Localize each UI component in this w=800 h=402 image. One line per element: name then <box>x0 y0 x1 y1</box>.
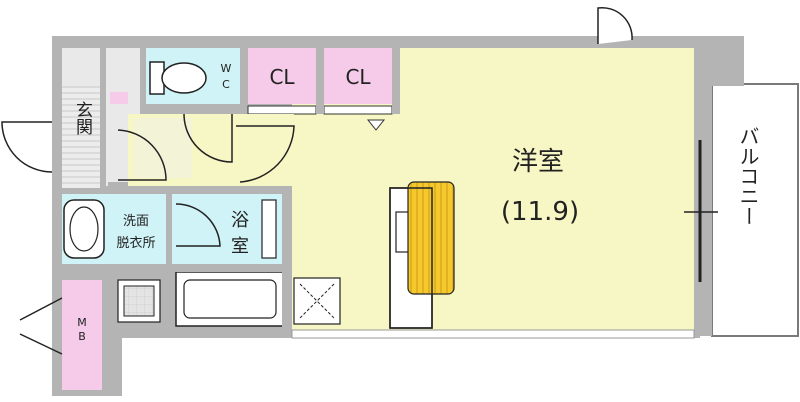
balcony-label: バルコニー <box>736 126 760 226</box>
western-room-area: (11.9) <box>501 197 579 227</box>
toilet-label-2: C <box>222 78 230 91</box>
kitchen-counter-top <box>389 187 433 329</box>
closet-2-arrow <box>366 119 386 131</box>
wash-door-swing <box>117 129 167 181</box>
toilet-door-swing <box>183 113 233 163</box>
hall-floor-lines <box>134 118 192 178</box>
hall-door-swing <box>236 125 295 183</box>
meter-box <box>62 280 102 390</box>
wall-closet-right <box>392 48 400 114</box>
toilet-bowl <box>161 62 207 94</box>
window-bottom <box>291 329 695 339</box>
western-room-label: 洋室 <box>512 147 564 177</box>
closet-1-label: CL <box>269 65 295 89</box>
kitchen-accent <box>407 181 455 295</box>
laundry-pan-inner <box>123 285 155 317</box>
closet-1 <box>248 48 316 104</box>
meter-door-swing <box>19 297 63 355</box>
entrance-step <box>110 92 128 104</box>
closet-2-label: CL <box>345 65 371 89</box>
balcony-door-swing <box>597 6 633 44</box>
wall-closet-divider <box>316 48 324 114</box>
wall-bath-right <box>282 186 292 330</box>
front-door-swing <box>1 121 53 173</box>
wall-wash-bath <box>166 194 172 264</box>
meter-box-label-2: B <box>78 330 86 343</box>
toilet-label-1: W <box>221 62 232 75</box>
washroom-label-1: 洗面 <box>123 214 149 229</box>
entrance-floor <box>62 86 102 188</box>
washroom-label-2: 脱衣所 <box>116 235 155 251</box>
wall-hall-bottom <box>106 186 292 194</box>
closet-1-door <box>247 105 317 115</box>
shower <box>261 199 277 259</box>
bath-label-2: 室 <box>231 236 249 257</box>
wall-bath-bottom <box>106 264 292 272</box>
western-room-upper-area <box>400 48 694 134</box>
balcony-top-wall <box>700 36 744 86</box>
bath-door-swing <box>175 203 221 247</box>
washbasin-bowl <box>69 206 99 252</box>
fridge-cross <box>299 283 335 319</box>
wall-entrance-right <box>100 48 106 188</box>
balcony-rail <box>711 83 799 337</box>
balcony-wall <box>700 84 712 336</box>
bath-label-1: 浴 <box>231 210 249 231</box>
closet-2-door <box>323 105 393 115</box>
bathtub-inner <box>183 279 277 319</box>
closet-2 <box>324 48 392 104</box>
meter-box-label-1: M <box>77 316 87 329</box>
wall-toilet-bottom <box>146 104 246 110</box>
entrance-label: 玄関 <box>72 101 92 135</box>
